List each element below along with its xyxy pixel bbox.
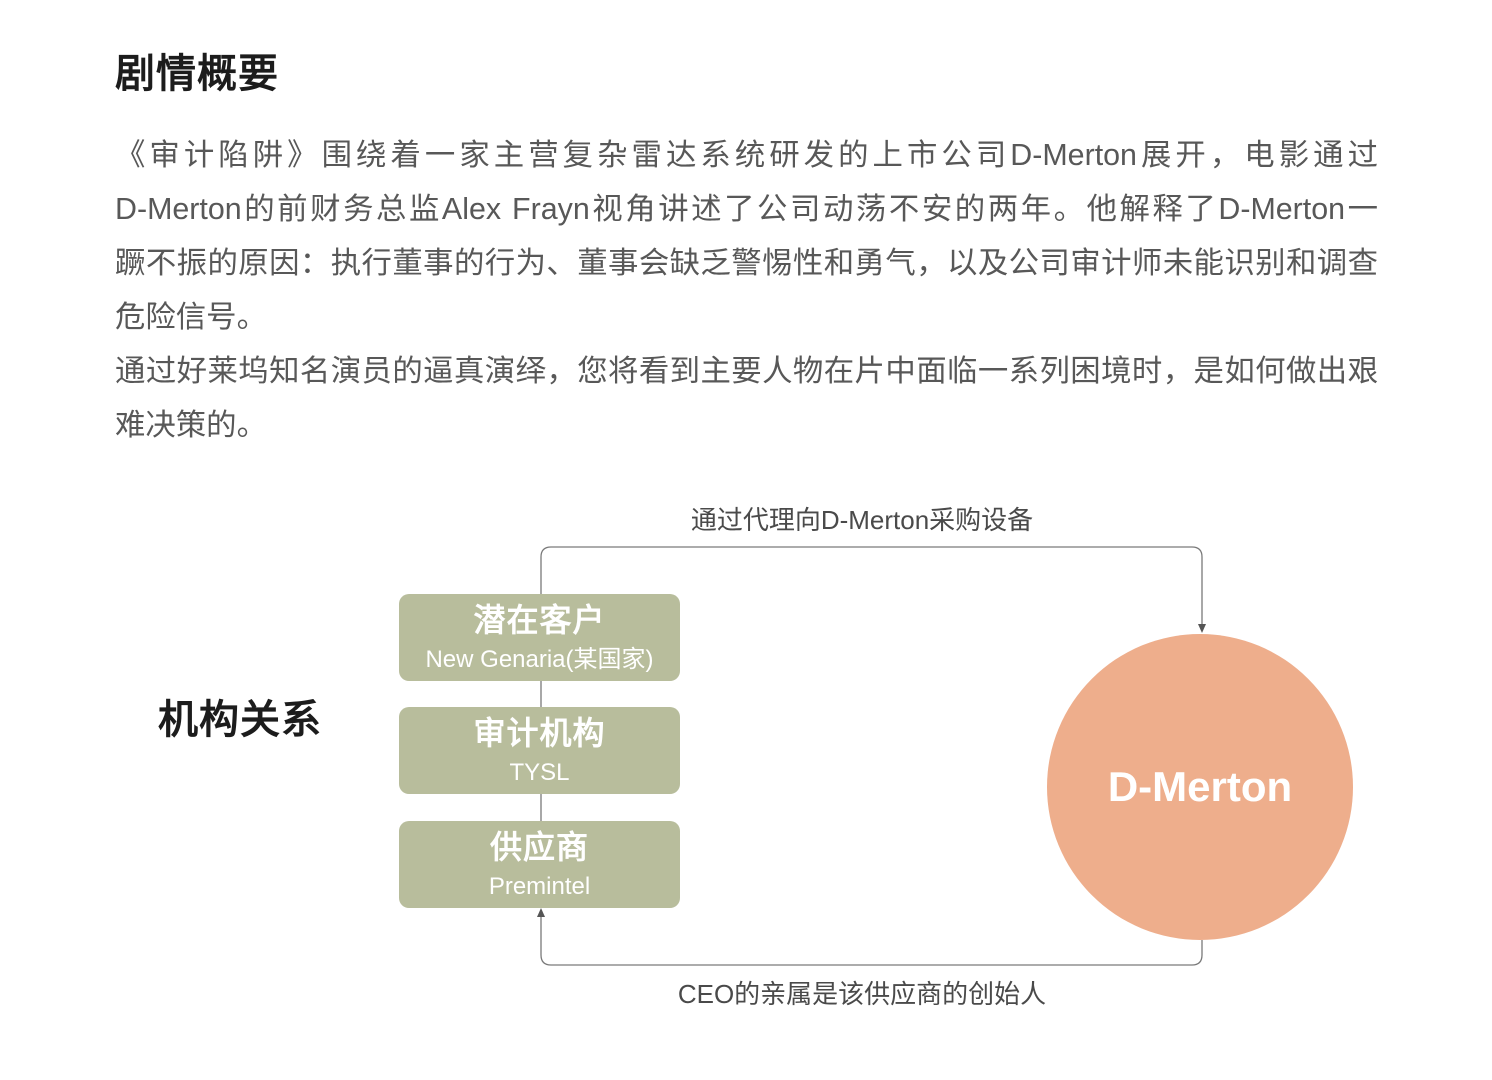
text-line: 难决策的。 xyxy=(115,408,267,442)
synopsis-text: 《审计陷阱》围绕着一家主营复杂雷达系统研发的上市公司D-Merton展开，电影通… xyxy=(115,128,1378,452)
entity-box-potential-client: 潜在客户 New Genaria(某国家) xyxy=(399,594,680,681)
diagram-title: 机构关系 xyxy=(158,698,322,742)
synopsis-paragraph: 通过好莱坞知名演员的逼真演绎，您将看到主要人物在片中面临一系列困境时，是如何做出… xyxy=(115,344,1378,452)
entity-name: 供应商 xyxy=(489,829,589,865)
entity-box-audit-firm: 审计机构 TYSL xyxy=(399,707,680,794)
company-name: D-Merton xyxy=(1107,763,1293,810)
text-line: 蹶不振的原因：执行董事的行为、董事会缺乏警惕性和勇气，以及公司审计师未能识别和调… xyxy=(115,246,1378,280)
text-line: 《审计陷阱》围绕着一家主营复杂雷达系统研发的上市公司D-Merton展开，电影通… xyxy=(115,138,1378,172)
text-line: 通过好莱坞知名演员的逼真演绎，您将看到主要人物在片中面临一系列困境时，是如何做出… xyxy=(115,354,1378,388)
synopsis-paragraph: 《审计陷阱》围绕着一家主营复杂雷达系统研发的上市公司D-Merton展开，电影通… xyxy=(115,128,1378,344)
entity-subtitle: New Genaria(某国家) xyxy=(425,646,654,673)
entity-subtitle: TYSL xyxy=(509,759,570,786)
entity-name: 审计机构 xyxy=(473,715,606,751)
top-connector-line xyxy=(540,546,1203,626)
arrow-up-icon xyxy=(537,908,545,917)
entity-box-supplier: 供应商 Premintel xyxy=(399,821,680,908)
text-line: 危险信号。 xyxy=(115,300,267,334)
bottom-edge-label: CEO的亲属是该供应商的创始人 xyxy=(677,979,1047,1009)
text-line: D-Merton的前财务总监Alex Frayn视角讲述了公司动荡不安的两年。他… xyxy=(115,192,1378,226)
entity-subtitle: Premintel xyxy=(488,873,591,900)
page-title: 剧情概要 xyxy=(115,52,279,96)
arrow-down-icon xyxy=(1198,624,1206,633)
company-circle: D-Merton xyxy=(1047,634,1353,940)
bottom-connector-line xyxy=(540,916,1203,966)
top-edge-label: 通过代理向D-Merton采购设备 xyxy=(690,505,1034,535)
entity-name: 潜在客户 xyxy=(473,602,606,638)
